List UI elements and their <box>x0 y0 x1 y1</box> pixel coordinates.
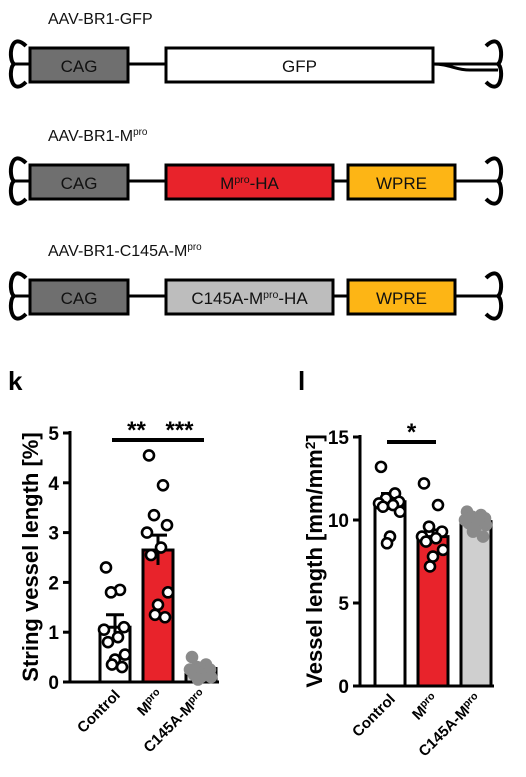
category-label: Control <box>74 687 124 737</box>
wpre-label: WPRE <box>376 174 427 193</box>
panel-letter: k <box>8 366 23 396</box>
data-point <box>191 673 205 686</box>
data-point <box>148 608 162 622</box>
data-point <box>466 525 480 538</box>
data-point <box>151 598 165 612</box>
y-tick-label: 5 <box>48 424 59 445</box>
cag-label: CAG <box>61 174 98 193</box>
data-point <box>417 477 431 490</box>
data-point <box>105 658 119 671</box>
cag-label: CAG <box>61 289 98 308</box>
data-point <box>140 526 154 539</box>
data-point <box>419 535 433 548</box>
construct-title: AAV-BR1-C145A-Mpro <box>48 242 202 260</box>
mpro-ha-label: Mpro-HA <box>220 174 279 193</box>
significance-label: ** <box>127 417 146 444</box>
data-point <box>436 543 450 557</box>
construct-title: AAV-BR1-GFP <box>48 11 153 28</box>
y-tick-label: 0 <box>48 673 59 694</box>
panel-letter: l <box>298 366 305 396</box>
itr-icon <box>484 39 504 89</box>
y-tick-label: 5 <box>338 594 349 615</box>
data-point <box>476 530 490 543</box>
data-point <box>111 630 125 644</box>
c145a-mpro-ha-box <box>164 278 335 316</box>
y-tick-label: 0 <box>338 677 349 698</box>
y-axis-label: String vessel length [%] <box>18 432 43 681</box>
wpre-label: WPRE <box>376 289 427 308</box>
data-point <box>156 478 170 492</box>
data-point <box>431 498 445 512</box>
data-point <box>422 520 436 533</box>
cag-box <box>28 163 130 201</box>
y-tick-label: 15 <box>328 428 350 449</box>
data-point <box>429 531 443 545</box>
bar-0 <box>373 500 407 688</box>
data-point <box>376 500 390 514</box>
y-axis-label: Vessel length [mm/mm2] <box>302 434 327 687</box>
y-tick-label: 3 <box>48 524 59 545</box>
y-tick-label: 10 <box>328 511 349 532</box>
itr-icon <box>484 271 504 321</box>
data-point <box>380 536 394 550</box>
gfp-box <box>164 46 435 84</box>
itr-icon <box>8 271 28 321</box>
cag-box <box>28 46 130 84</box>
category-label: Mpro <box>133 686 167 720</box>
c145a-mpro-ha-label: C145A-Mpro-HA <box>191 289 308 308</box>
data-point <box>101 635 115 649</box>
data-point <box>97 623 111 637</box>
data-point <box>147 508 161 522</box>
data-point <box>117 620 131 634</box>
wpre-box <box>346 278 457 316</box>
data-point <box>204 670 218 684</box>
significance-label: *** <box>165 417 194 444</box>
cag-box <box>28 278 130 316</box>
data-point <box>393 505 407 519</box>
cag-label: CAG <box>61 57 98 76</box>
data-point <box>144 548 158 562</box>
category-label: Control <box>349 691 399 741</box>
itr-icon <box>8 39 28 89</box>
data-point <box>154 541 168 554</box>
wpre-box <box>346 163 457 201</box>
data-point <box>160 518 174 532</box>
data-point <box>423 560 437 573</box>
gfp-label: GFP <box>282 57 317 76</box>
y-tick-label: 1 <box>48 623 59 644</box>
data-point <box>426 550 440 563</box>
data-point <box>374 460 388 474</box>
mpro-ha-box <box>164 163 335 201</box>
data-point <box>142 449 156 462</box>
data-point <box>161 586 175 599</box>
bar-2 <box>459 520 493 688</box>
backbone-tail <box>432 62 498 72</box>
category-label: Mpro <box>408 690 442 724</box>
data-point <box>99 561 113 574</box>
data-point <box>158 610 172 624</box>
significance-label: * <box>407 419 417 446</box>
y-tick-label: 2 <box>48 573 59 594</box>
construct-title: AAV-BR1-Mpro <box>48 127 148 145</box>
construct-1: AAV-BR1-GFP CAG GFP <box>8 11 504 89</box>
data-point <box>115 660 129 674</box>
data-point <box>118 648 132 661</box>
data-point <box>104 586 118 599</box>
itr-icon <box>484 156 504 206</box>
data-point <box>479 518 493 532</box>
itr-icon <box>8 156 28 206</box>
data-point <box>185 650 199 664</box>
y-tick-label: 4 <box>48 474 59 495</box>
